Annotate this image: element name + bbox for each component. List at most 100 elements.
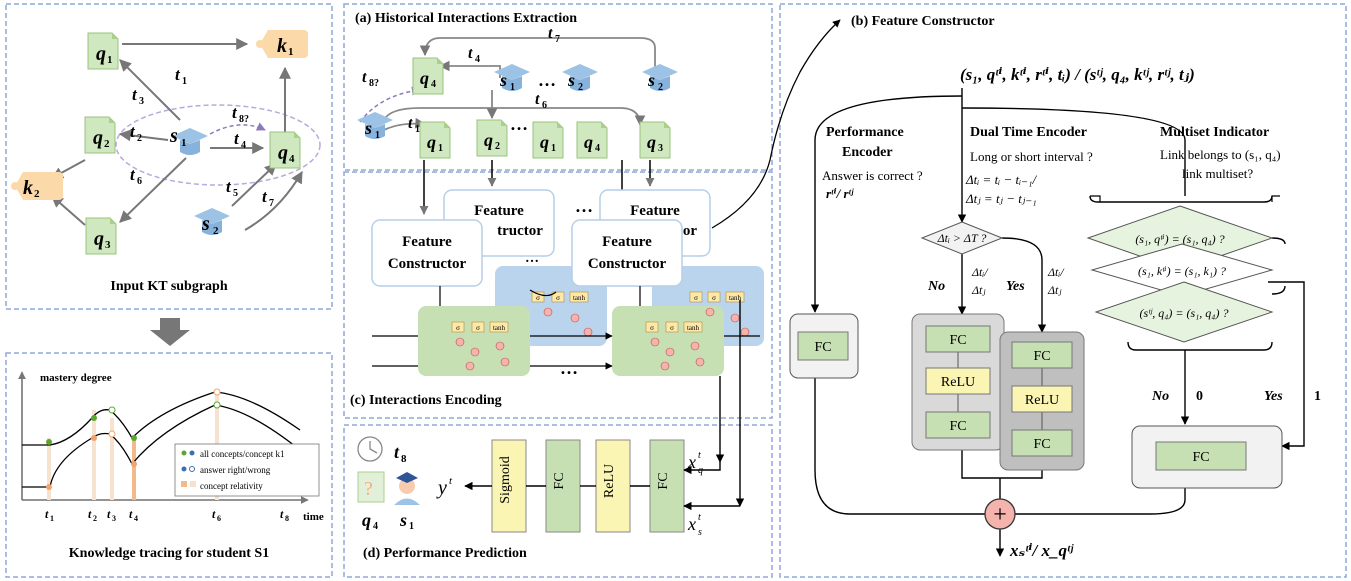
edge-t4-sub: 4	[241, 140, 246, 151]
svg-text:s: s	[399, 510, 407, 530]
tick-t6: 6	[217, 514, 221, 523]
svg-text:tanh: tanh	[687, 324, 700, 332]
yes-label-multi: Yes	[1264, 389, 1283, 404]
panel-b-title: (b) Feature Constructor	[851, 14, 995, 29]
plus-sign: +	[993, 502, 1007, 528]
q2-label: q	[93, 127, 103, 149]
perf-title-1: Performance	[826, 125, 904, 140]
panel-a-border	[343, 3, 773, 171]
fc-1-label: FC	[552, 472, 567, 489]
c-dots-top: …	[575, 196, 593, 216]
panel-c-title: (c) Interactions Encoding	[350, 393, 502, 408]
panel-d-title: (d) Performance Prediction	[363, 546, 527, 561]
svg-text:q: q	[484, 130, 493, 150]
fc-front-1-line2: Constructor	[388, 256, 467, 272]
feature-constructor-front-1	[371, 219, 483, 287]
sigmoid-block	[491, 439, 527, 533]
svg-text:q: q	[420, 68, 429, 88]
svg-text:σ: σ	[556, 294, 560, 302]
svg-text:t: t	[262, 187, 268, 206]
a-t6-sub: 6	[542, 100, 547, 111]
panel-a-title: (a) Historical Interactions Extraction	[355, 11, 577, 26]
edge-t2-sub: 2	[137, 133, 142, 144]
svg-text:t: t	[88, 507, 92, 521]
clock-icon	[357, 436, 383, 462]
student-icon	[399, 478, 415, 494]
trace-caption: Knowledge tracing for student S1	[69, 546, 269, 561]
svg-text:t: t	[132, 85, 138, 104]
svg-text:t: t	[394, 442, 400, 462]
multi-title: Multiset Indicator	[1160, 125, 1269, 140]
svg-text:t: t	[107, 507, 111, 521]
svg-text:t: t	[468, 45, 473, 62]
svg-text:t: t	[226, 177, 232, 196]
svg-text:t: t	[698, 450, 701, 461]
svg-text:σ: σ	[476, 324, 480, 332]
q1-sub: 1	[107, 54, 113, 66]
svg-text:s: s	[647, 70, 655, 90]
fc-back-1-line1: Feature	[474, 203, 524, 219]
svg-text:1: 1	[375, 130, 380, 141]
k1-label: k	[277, 35, 287, 57]
plot-legend	[174, 443, 320, 497]
svg-text:t: t	[548, 25, 553, 42]
fc-front-2-line2: Constructor	[588, 256, 667, 272]
svg-text:σ: σ	[536, 294, 540, 302]
svg-text:t: t	[698, 512, 701, 523]
d-xq-sub: q	[698, 465, 703, 476]
edge-t6-sub: 6	[137, 176, 142, 187]
neighborhood-ellipse	[115, 104, 321, 186]
svg-text:2: 2	[578, 82, 583, 93]
q3-sub: 3	[105, 239, 111, 251]
panel-b: (b) Feature Constructor (s₁, qᵗⁱ, kᵗⁱ, r…	[789, 14, 1321, 560]
relu-label: ReLU	[602, 464, 617, 498]
fc-front-2-line1: Feature	[602, 234, 652, 250]
q1-label: q	[96, 43, 106, 65]
one-label: 1	[1314, 389, 1321, 404]
svg-text:q: q	[647, 132, 656, 152]
svg-text:t: t	[280, 507, 284, 521]
svg-text:t: t	[408, 115, 413, 132]
zero-label: 0	[1196, 389, 1203, 404]
long-fc-1: FC	[1033, 349, 1050, 364]
fc-2-label: FC	[656, 472, 671, 489]
cond-3: (sᵗʲ, q₄) = (s₁, q₄) ?	[1140, 306, 1229, 320]
svg-text:t: t	[129, 507, 133, 521]
svg-text:1: 1	[438, 143, 443, 154]
svg-text:q: q	[362, 510, 371, 530]
perf-fc-label: FC	[814, 340, 831, 355]
svg-text:q: q	[584, 132, 593, 152]
dual-title: Dual Time Encoder	[970, 125, 1087, 140]
svg-text:s: s	[364, 118, 372, 138]
q3-label: q	[94, 228, 104, 250]
down-arrow-icon	[150, 318, 190, 346]
multi-desc1: Link belongs to (s₁, q₄)	[1160, 147, 1281, 162]
dual-eq2: Δtⱼ = tⱼ − tⱼ₋₁	[965, 191, 1037, 206]
multiset-fc: FC	[1192, 450, 1209, 465]
sigmoid-label: Sigmoid	[498, 456, 513, 503]
fc-back-2-line1: Feature	[630, 203, 680, 219]
dt-left-2: Δtⱼ	[971, 283, 986, 297]
question-mark: ?	[364, 478, 373, 500]
svg-text:1: 1	[551, 143, 556, 154]
svg-text:x: x	[687, 452, 696, 472]
edge-t7-sub: 7	[269, 198, 274, 209]
dt-left-1: Δtᵢ/	[971, 265, 989, 279]
svg-text:tanh: tanh	[573, 294, 586, 302]
no-label-multi: No	[1151, 389, 1169, 404]
multi-desc2: link multiset?	[1182, 166, 1253, 181]
svg-text:σ: σ	[712, 294, 716, 302]
svg-text:…: …	[525, 251, 539, 266]
svg-text:t: t	[175, 65, 181, 84]
q2-sub: 2	[104, 138, 110, 150]
svg-text:t: t	[130, 165, 136, 184]
panel-c-border	[343, 171, 773, 419]
dual-desc: Long or short interval ?	[970, 149, 1093, 164]
perf-title-2: Encoder	[842, 145, 893, 160]
legend-item-relativity: concept relativity	[200, 481, 263, 491]
s2-label: s	[201, 213, 210, 235]
panel-a: (a) Historical Interactions Extraction t…	[355, 11, 678, 159]
edge-t5-sub: 5	[233, 188, 238, 199]
svg-text:t: t	[45, 507, 49, 521]
fc-back-2-line2: or	[683, 223, 698, 239]
